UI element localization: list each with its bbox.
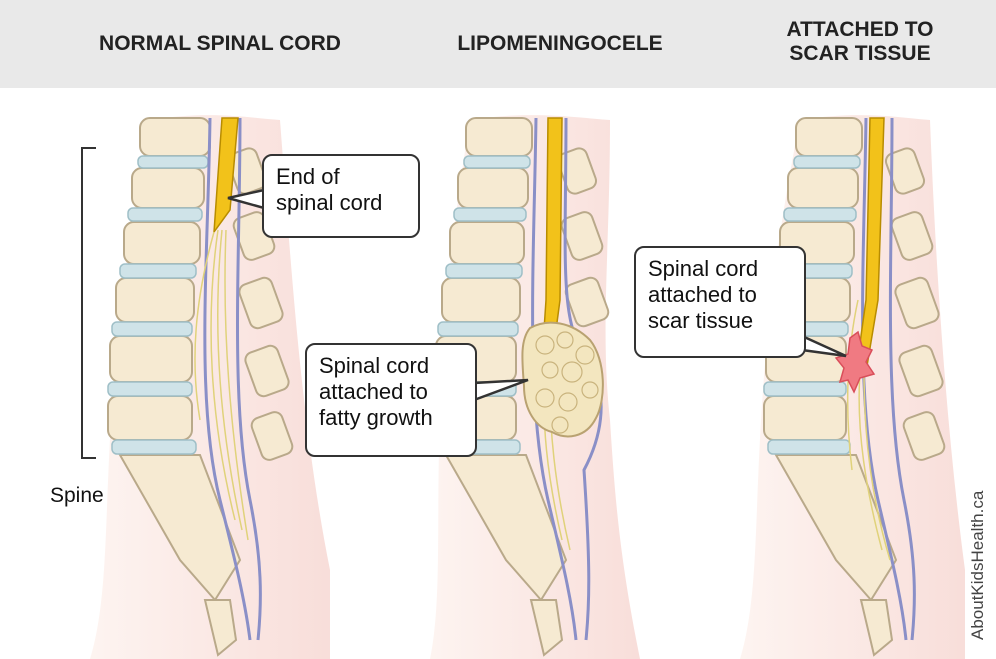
callout-scar-tissue: Spinal cord attached to scar tissue bbox=[634, 246, 806, 358]
callout-line: scar tissue bbox=[648, 308, 792, 334]
callout-line: fatty growth bbox=[319, 405, 463, 431]
spine-label: Spine bbox=[50, 484, 104, 508]
fatty-growth bbox=[522, 323, 603, 437]
credit-watermark: AboutKidsHealth.ca bbox=[968, 491, 988, 640]
callout-line: attached to bbox=[319, 379, 463, 405]
spine-bracket bbox=[82, 148, 96, 458]
callout-line: spinal cord bbox=[276, 190, 406, 216]
callout-end-of-spinal-cord: End of spinal cord bbox=[262, 154, 420, 238]
callout-line: attached to bbox=[648, 282, 792, 308]
callout-fatty-growth: Spinal cord attached to fatty growth bbox=[305, 343, 477, 457]
callout-line: Spinal cord bbox=[319, 353, 463, 379]
callout-line: Spinal cord bbox=[648, 256, 792, 282]
callout-line: End of bbox=[276, 164, 406, 190]
panel-scar-tissue bbox=[740, 115, 965, 659]
